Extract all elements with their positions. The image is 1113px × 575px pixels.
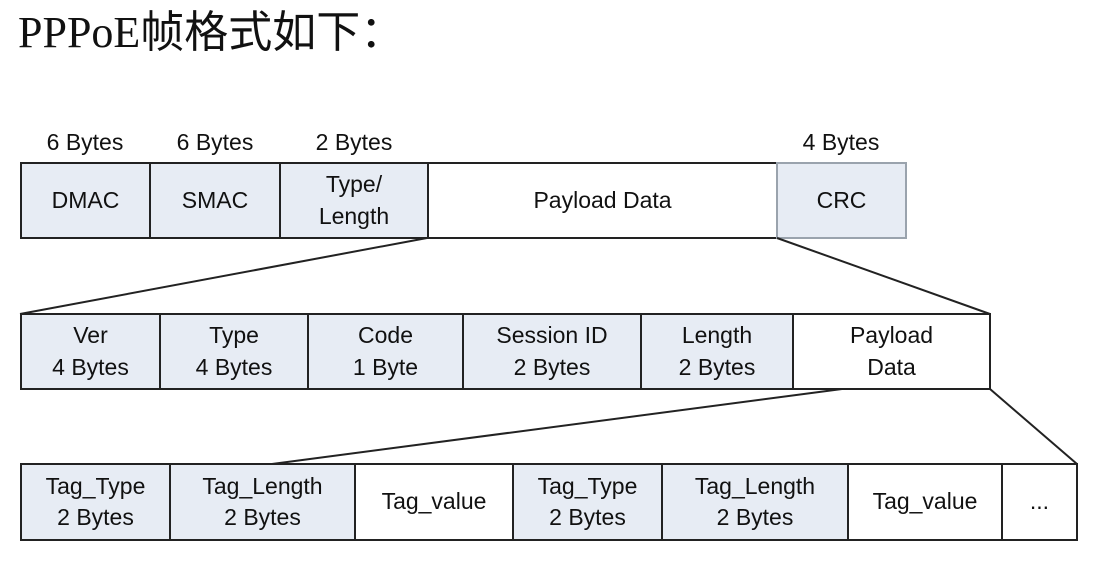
tag1-value: Tag_value <box>354 463 514 541</box>
tags-ellipsis: ... <box>1001 463 1078 541</box>
field-length-size: 2 Bytes <box>678 353 756 380</box>
tag1-length-size: 2 Bytes <box>224 504 301 530</box>
field-pppoe-payload-line2: Data <box>867 353 916 380</box>
tag2-length: Tag_Length 2 Bytes <box>661 463 849 541</box>
size-label-smac: 6 Bytes <box>176 129 254 155</box>
field-dmac: DMAC <box>20 162 151 239</box>
tag1-length: Tag_Length 2 Bytes <box>169 463 356 541</box>
tag1-type-size: 2 Bytes <box>57 504 134 530</box>
connector-payload-right <box>776 237 991 315</box>
tags-ellipsis-label: ... <box>1029 488 1050 515</box>
field-type-length: Type/ Length <box>279 162 429 239</box>
size-label-type-length: 2 Bytes <box>315 129 393 155</box>
field-payload-data-label: Payload Data <box>533 186 672 213</box>
connector-pppoe-payload-right <box>989 388 1078 465</box>
field-crc-label: CRC <box>816 186 867 213</box>
connector-pppoe-payload-left <box>271 388 843 465</box>
ethernet-frame-row: DMAC SMAC Type/ Length Payload Data CRC <box>0 162 1113 239</box>
diagram-title: PPPoE帧格式如下： <box>18 8 405 57</box>
field-smac: SMAC <box>149 162 281 239</box>
size-label-dmac: 6 Bytes <box>46 129 124 155</box>
tag1-value-label: Tag_value <box>381 488 487 515</box>
tag2-length-size: 2 Bytes <box>716 504 794 530</box>
field-ver: Ver 4 Bytes <box>20 313 161 390</box>
field-code-size: 1 Byte <box>352 353 419 380</box>
tag2-type-size: 2 Bytes <box>549 504 626 530</box>
tags-row: Tag_Type 2 Bytes Tag_Length 2 Bytes Tag_… <box>0 463 1113 541</box>
field-code-name: Code <box>358 322 413 349</box>
field-session-id: Session ID 2 Bytes <box>462 313 642 390</box>
field-payload-data: Payload Data <box>427 162 778 239</box>
field-pppoe-payload-line1: Payload <box>849 322 934 349</box>
tag2-type-name: Tag_Type <box>537 472 638 499</box>
tag1-type: Tag_Type 2 Bytes <box>20 463 171 541</box>
field-ver-size: 4 Bytes <box>52 353 129 380</box>
field-type-size: 4 Bytes <box>195 353 273 380</box>
field-length-name: Length <box>681 322 753 349</box>
field-type-length-line1: Type/ <box>325 171 383 198</box>
connector-payload-left <box>19 237 428 315</box>
field-type-length-line2: Length <box>318 202 390 229</box>
field-type: Type 4 Bytes <box>159 313 309 390</box>
field-length: Length 2 Bytes <box>640 313 794 390</box>
field-session-id-size: 2 Bytes <box>513 353 591 380</box>
field-ver-name: Ver <box>73 322 108 349</box>
tag1-type-name: Tag_Type <box>45 472 146 499</box>
field-session-id-name: Session ID <box>496 322 608 349</box>
field-code: Code 1 Byte <box>307 313 464 390</box>
tag2-length-name: Tag_Length <box>694 472 816 499</box>
field-dmac-label: DMAC <box>51 186 120 213</box>
field-crc: CRC <box>776 162 907 239</box>
field-pppoe-payload-data: Payload Data <box>792 313 991 390</box>
field-smac-label: SMAC <box>181 186 249 213</box>
tag2-value-label: Tag_value <box>872 488 978 515</box>
size-label-crc: 4 Bytes <box>802 129 880 155</box>
field-type-name: Type <box>209 322 259 349</box>
tag1-length-name: Tag_Length <box>202 472 323 499</box>
frame-size-labels: 6 Bytes 6 Bytes 2 Bytes 4 Bytes <box>0 128 1113 158</box>
tag2-value: Tag_value <box>847 463 1003 541</box>
tag2-type: Tag_Type 2 Bytes <box>512 463 663 541</box>
pppoe-header-row: Ver 4 Bytes Type 4 Bytes Code 1 Byte Ses… <box>0 313 1113 390</box>
